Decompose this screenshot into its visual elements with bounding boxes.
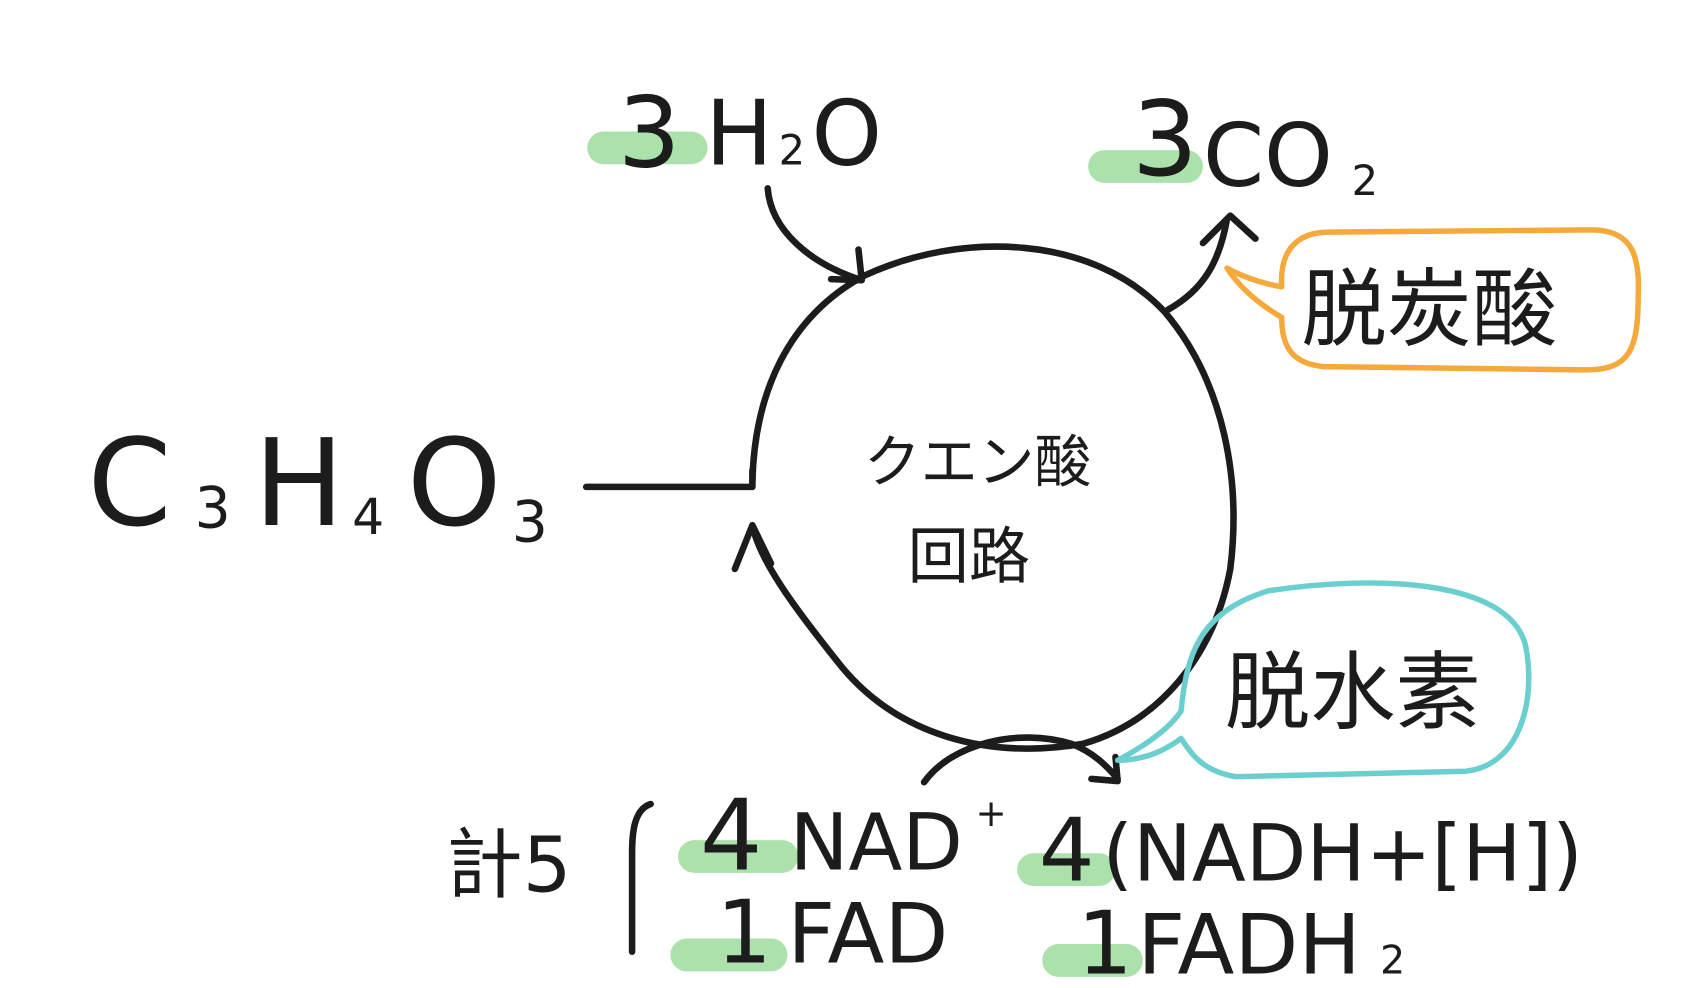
input-line: [582, 467, 756, 491]
water-h: H: [705, 82, 772, 186]
cycle-return-arrowhead: [731, 521, 775, 573]
product-nadh: 4 (NADH+[H]): [1039, 800, 1583, 902]
total-label: 計5: [446, 822, 571, 911]
nad-coef: 4: [700, 780, 763, 894]
water-sub: 2: [779, 125, 805, 174]
water-formula: 3 H 2 O: [618, 76, 882, 190]
co2-arrow: [1164, 212, 1259, 314]
co2-coef: 3: [1132, 79, 1198, 200]
nad-sup: +: [975, 791, 1006, 835]
pyruvate-formula: C 3 H 4 O 3: [87, 414, 548, 555]
brace: [628, 800, 654, 955]
dehydrogenation-arrow: [920, 734, 1121, 786]
fadh2-label: FADH: [1137, 897, 1361, 988]
formula-o: O: [407, 414, 502, 554]
formula-n1: 3: [195, 475, 231, 541]
nadh-coef: 4: [1039, 800, 1095, 902]
co2-sub: 2: [1352, 156, 1378, 205]
cycle-circle: [749, 243, 1237, 752]
water-coef: 3: [618, 76, 681, 190]
co2-formula: 3 CO 2: [1132, 79, 1378, 207]
fad-label: FAD: [787, 886, 948, 983]
decarboxylation-callout: [1224, 227, 1642, 373]
cycle-title-line1: クエン酸: [864, 429, 1091, 495]
dehydrogenation-callout: [1114, 580, 1532, 780]
dehydrogenation-label: 脱水素: [1225, 644, 1481, 743]
formula-n3: 3: [512, 490, 548, 556]
nad-label: NAD: [790, 797, 963, 889]
reactant-nad: 4 NAD +: [700, 780, 1007, 894]
fadh2-coef: 1: [1077, 893, 1133, 988]
co2-label: CO: [1203, 105, 1333, 207]
decarboxylation-label: 脱炭酸: [1301, 261, 1557, 360]
fad-coef: 1: [716, 882, 772, 984]
fadh2-sub: 2: [1380, 938, 1405, 984]
formula-h: H: [254, 414, 344, 554]
formula-n2: 4: [352, 487, 384, 546]
water-arrow: [764, 185, 866, 284]
formula-c: C: [87, 414, 171, 554]
reactant-fad: 1 FAD: [716, 882, 948, 984]
cycle-title-line2: 回路: [908, 522, 1030, 593]
water-o: O: [811, 82, 882, 186]
nadh-label: (NADH+[H]): [1102, 808, 1583, 900]
product-fadh2: 1 FADH 2: [1077, 893, 1405, 988]
coefficient-highlights: [587, 131, 1203, 977]
